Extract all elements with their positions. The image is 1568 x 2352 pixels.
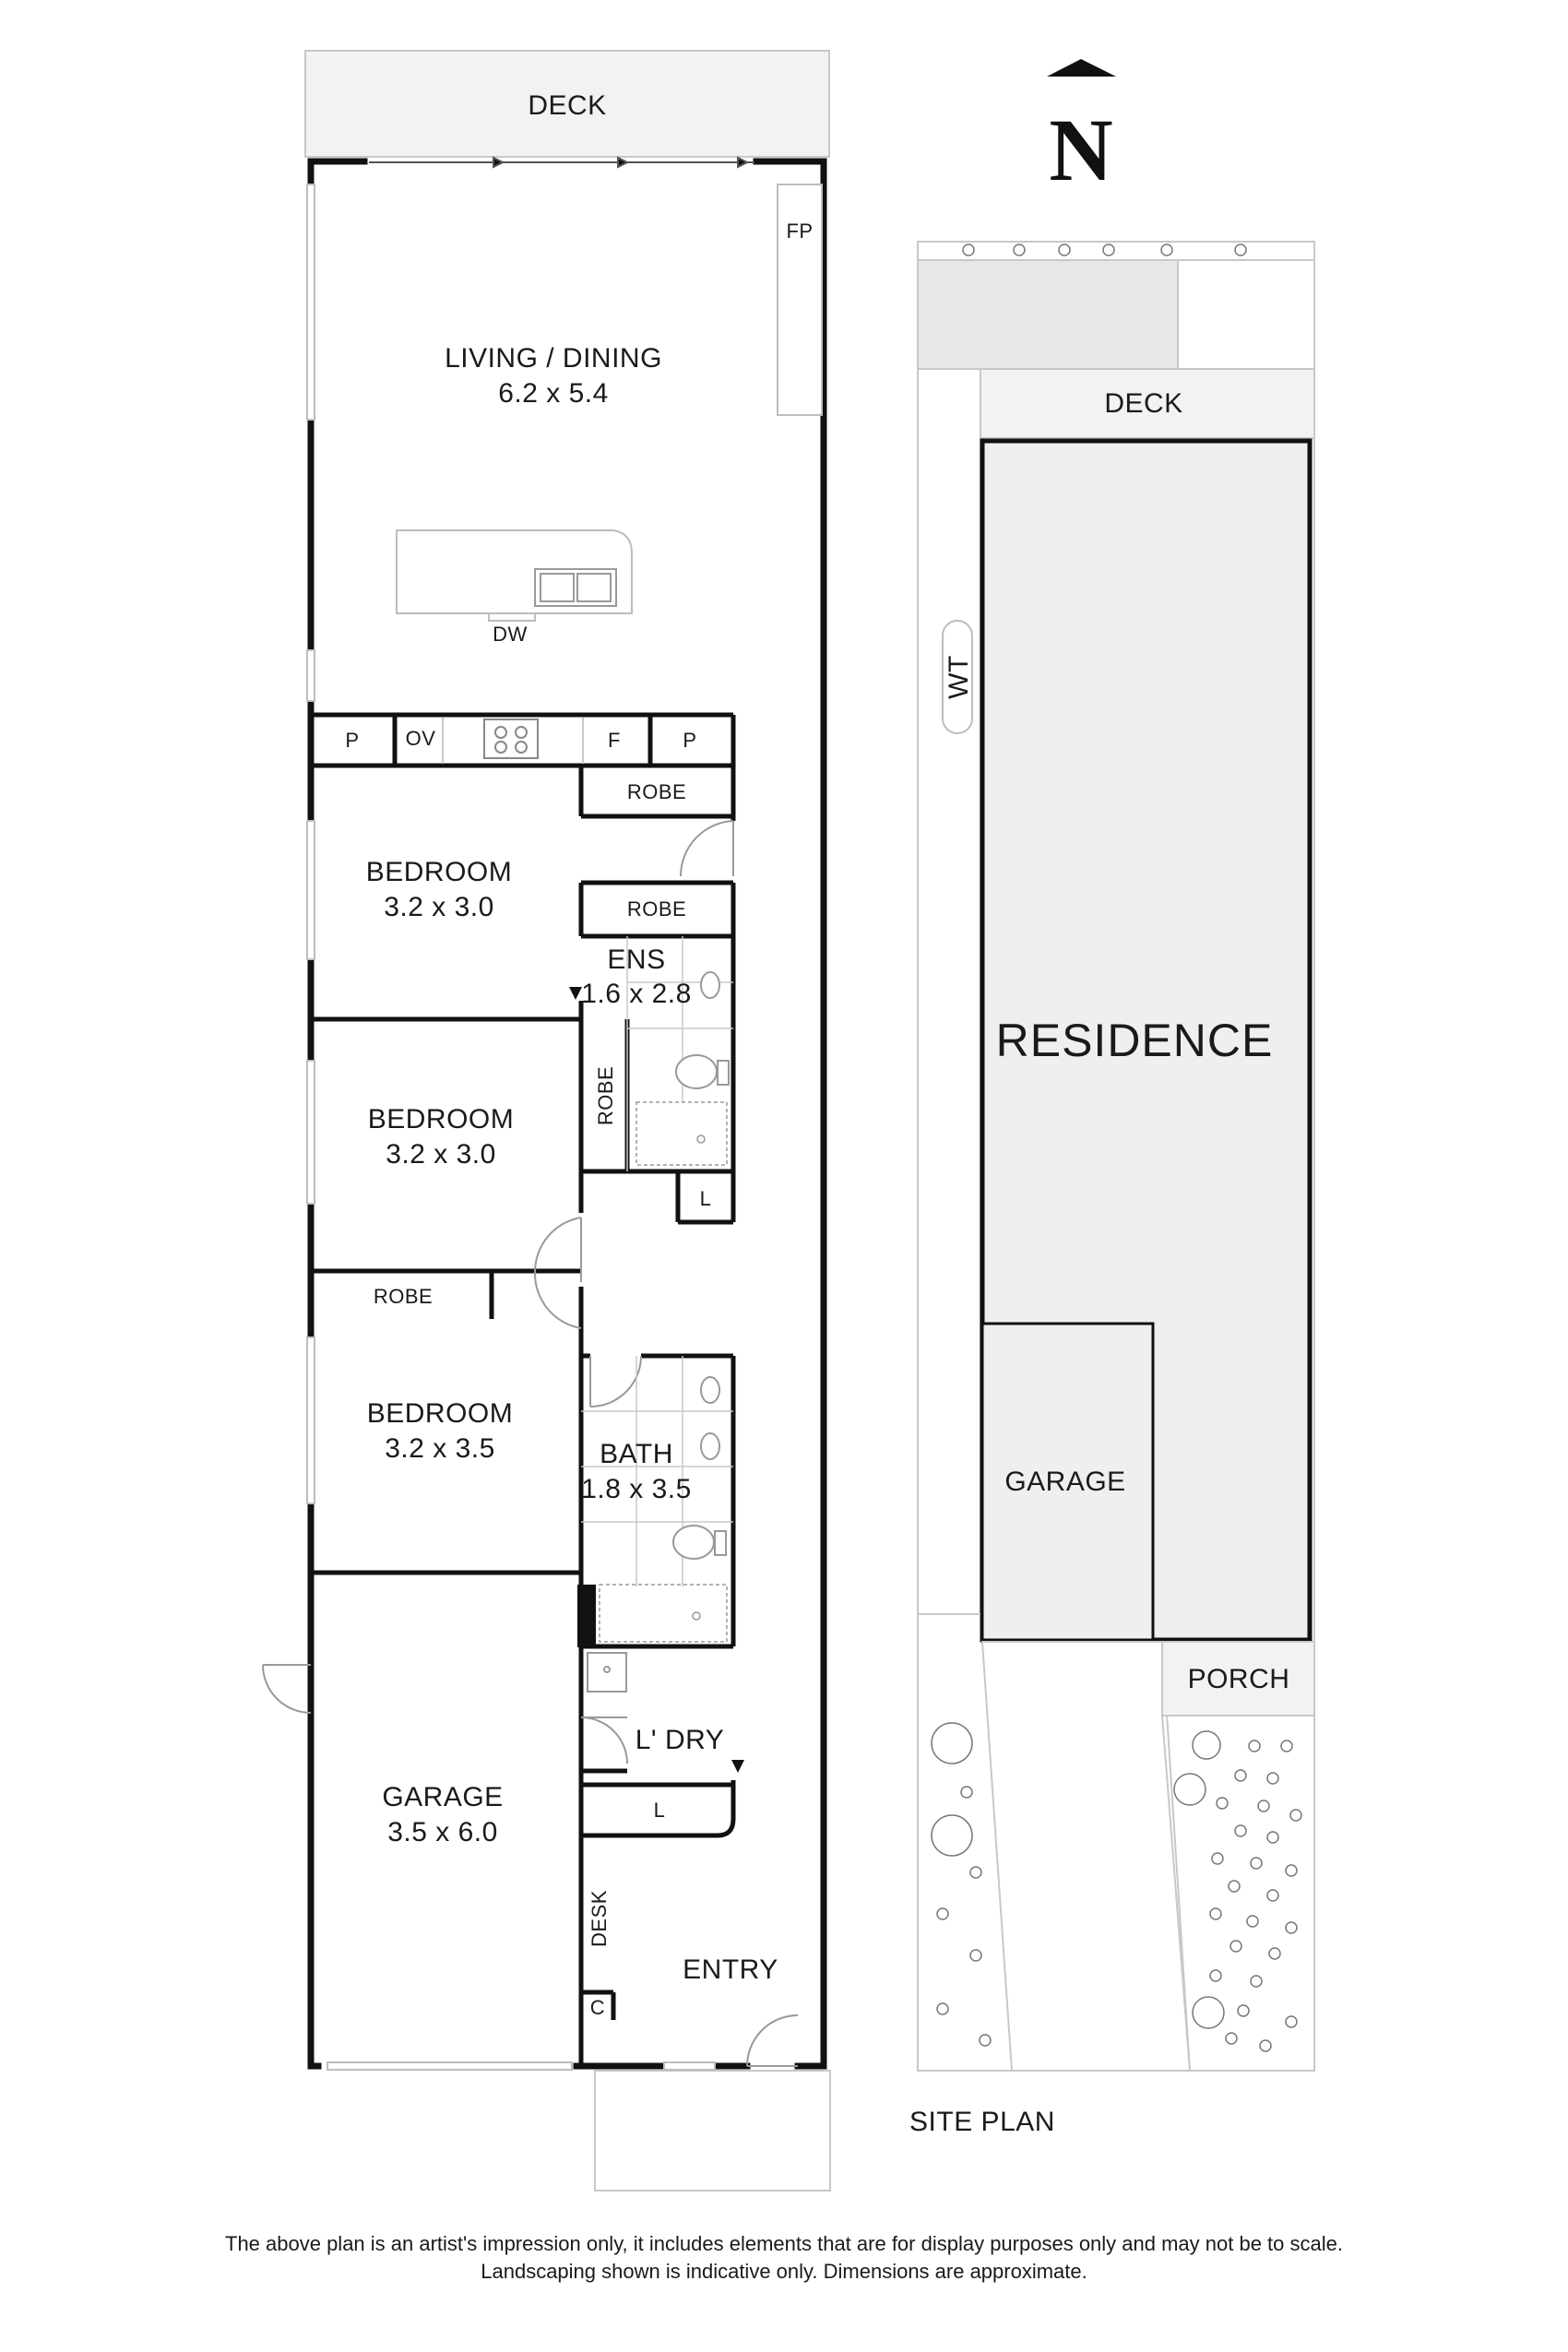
laundry-label: L' DRY: [636, 1725, 725, 1755]
robe3-label: ROBE: [594, 1066, 617, 1125]
sliding-door: [369, 156, 754, 169]
dishwasher: [488, 612, 536, 622]
kitchen-dividers: [442, 718, 584, 764]
bath-toilet-icon: [672, 1525, 727, 1560]
ensuite-basin-icon: [700, 971, 720, 999]
linen2-label: L: [654, 1799, 666, 1822]
ensuite-size: 1.6 x 2.8: [581, 979, 692, 1009]
kitchen-bench: [311, 712, 736, 768]
rear-plants: [962, 244, 1247, 256]
garage-name: GARAGE: [382, 1782, 503, 1812]
bedroom2-size: 3.2 x 3.0: [386, 1139, 496, 1170]
interior-walls: [311, 766, 736, 2066]
deck-area: [304, 50, 830, 158]
windows-left: [306, 184, 716, 2071]
pantry-right-label: P: [683, 729, 696, 752]
water-tank: [942, 620, 973, 734]
bath-basin-icon: [700, 1376, 720, 1460]
site-deck: [980, 368, 1315, 439]
driveway: [980, 1641, 1192, 2072]
residence-label: RESIDENCE: [996, 1015, 1274, 1066]
north-arrow-icon: [1047, 59, 1116, 77]
ensuite-door-marker: [569, 987, 582, 1000]
site-porch: [1161, 1641, 1315, 1716]
garage-size: 3.5 x 6.0: [387, 1817, 498, 1847]
deck-label: DECK: [528, 90, 606, 121]
robe1-label: ROBE: [627, 780, 686, 803]
ensuite-toilet-icon: [675, 1054, 730, 1089]
cupboard-label: C: [590, 1996, 605, 2019]
oven-label: OV: [406, 727, 436, 750]
garden-edge-line: [1161, 1715, 1191, 2072]
living-size: 6.2 x 5.4: [498, 378, 609, 409]
desk-label: DESK: [588, 1890, 611, 1947]
cooktop-icon: [483, 719, 539, 759]
sink-icon: [534, 568, 617, 607]
site-garage-label: GARAGE: [1004, 1467, 1125, 1497]
disclaimer-line-2: Landscaping shown is indicative only. Di…: [481, 2260, 1087, 2283]
front-garden-plants: [931, 1722, 1302, 2052]
bath-fixtures: [581, 1356, 733, 1643]
robe2-label: ROBE: [627, 897, 686, 921]
bath-wall-block: [577, 1585, 596, 1647]
bedroom1-name: BEDROOM: [366, 857, 513, 887]
north-letter: N: [1049, 101, 1112, 199]
water-tank-label: WT: [944, 655, 974, 699]
living-name: LIVING / DINING: [445, 343, 662, 374]
disclaimer-line-1: The above plan is an artist's impression…: [225, 2232, 1343, 2255]
bath-name: BATH: [600, 1439, 673, 1469]
laundry-tub-icon: [587, 1652, 627, 1693]
laundry-door-marker: [731, 1760, 744, 1773]
bedroom1-size: 3.2 x 3.0: [384, 892, 494, 922]
site-rear-strip: [917, 241, 1315, 261]
pantry-left-label: P: [345, 729, 359, 752]
robe4-label: ROBE: [374, 1285, 433, 1308]
site-deck-label: DECK: [1104, 388, 1182, 419]
fridge-label: F: [608, 729, 621, 752]
entry-label: ENTRY: [683, 1954, 778, 1985]
dishwasher-label: DW: [493, 623, 528, 646]
bedroom2-name: BEDROOM: [368, 1104, 515, 1134]
site-garage-block: [980, 1322, 1155, 1642]
linen1-label: L: [700, 1187, 712, 1210]
bedroom3-size: 3.2 x 3.5: [385, 1433, 495, 1464]
entry-step: [594, 2070, 831, 2192]
ensuite-name: ENS: [607, 944, 665, 975]
fireplace: [777, 184, 823, 416]
door-swings: [262, 820, 799, 2067]
bedroom3-name: BEDROOM: [367, 1398, 514, 1429]
site-plan-title: SITE PLAN: [909, 2107, 1055, 2137]
disclaimer: The above plan is an artist's impression…: [0, 2230, 1568, 2286]
porch-label: PORCH: [1188, 1664, 1290, 1694]
fireplace-label: FP: [786, 220, 813, 243]
site-paving: [917, 259, 1179, 370]
bath-size: 1.8 x 3.5: [581, 1474, 692, 1504]
